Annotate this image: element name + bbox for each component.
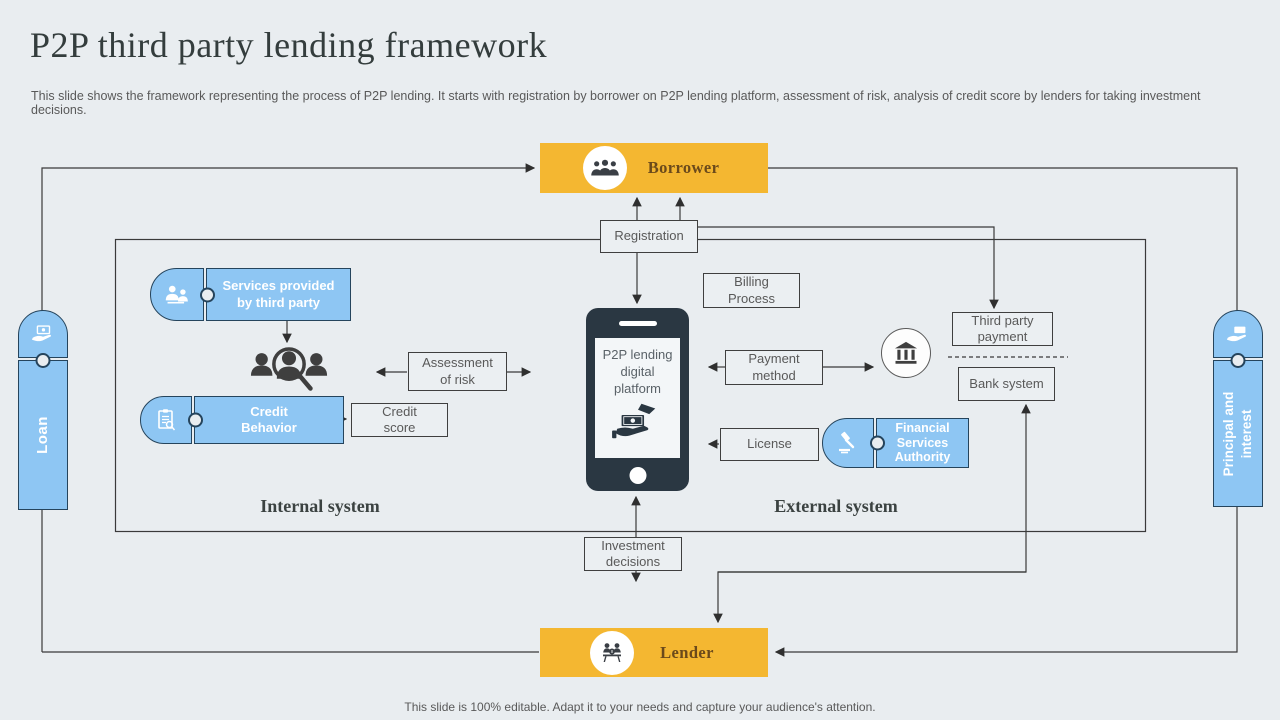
- credit-report-magnifier-icon: [140, 396, 192, 444]
- gavel-icon: [822, 418, 874, 468]
- investors-money-icon: [590, 630, 634, 675]
- puzzle-socket: [200, 287, 215, 302]
- connector-borrower-to-lender: [768, 167, 1238, 657]
- phone-home-button: [629, 467, 646, 484]
- financial-services-authority-label: Financial Services Authority: [894, 420, 951, 465]
- borrower-label: Borrower: [647, 158, 720, 177]
- platform-phone: P2P lending digital platform: [586, 308, 689, 491]
- financial-services-authority-node: Financial Services Authority: [870, 418, 969, 468]
- footer-note: This slide is 100% editable. Adapt it to…: [404, 700, 876, 714]
- slide-subtitle: This slide shows the framework represent…: [31, 89, 1201, 117]
- credit-score-box: Credit score: [351, 403, 448, 437]
- puzzle-socket: [1230, 353, 1246, 368]
- internal-system-label: Internal system: [260, 496, 380, 516]
- page-title: P2P third party lending framework: [30, 25, 548, 65]
- phone-screen: P2P lending digital platform: [595, 338, 680, 458]
- bank-system-box: Bank system: [958, 367, 1055, 401]
- puzzle-socket: [870, 435, 885, 451]
- services-third-party-node: Services provided by third party: [200, 268, 351, 321]
- phone-speaker: [618, 321, 657, 326]
- principal-interest-label: Principal and interest: [1220, 391, 1254, 476]
- license-box: License: [720, 428, 819, 461]
- billing-process-box: Billing Process: [703, 273, 800, 308]
- hand-receiving-money-icon: [1213, 310, 1263, 358]
- loan-ribbon: Loan: [18, 353, 68, 510]
- connector-bank-system-to-lender: [713, 571, 1026, 624]
- hand-giving-money-icon: [18, 310, 68, 358]
- credit-behavior-node: Credit Behavior: [188, 396, 344, 444]
- investment-decisions-box: Investment decisions: [584, 537, 682, 571]
- registration-box: Registration: [600, 220, 698, 253]
- assessment-of-risk-box: Assessment of risk: [408, 352, 507, 391]
- platform-label: P2P lending digital platform: [602, 347, 673, 396]
- payment-method-box: Payment method: [725, 350, 823, 385]
- money-in-hand-icon: [611, 403, 655, 438]
- borrower-node: Borrower: [540, 143, 768, 193]
- lender-label: Lender: [660, 642, 714, 662]
- bank-building-icon: [881, 328, 931, 378]
- principal-interest-ribbon: Principal and interest: [1213, 353, 1263, 507]
- loan-label: Loan: [33, 416, 51, 454]
- connector-registration-to-third-party-payment: [698, 226, 999, 310]
- third-party-payment-box: Third party payment: [952, 312, 1053, 346]
- puzzle-socket: [188, 412, 203, 428]
- external-system-label: External system: [774, 496, 898, 516]
- services-third-party-label: Services provided by third party: [222, 278, 335, 310]
- people-group-icon: [583, 146, 627, 190]
- partners-icon: [150, 268, 204, 321]
- lender-node: Lender: [540, 628, 768, 677]
- puzzle-socket: [35, 353, 51, 368]
- credit-behavior-label: Credit Behavior: [241, 403, 297, 435]
- people-search-icon: [248, 338, 330, 403]
